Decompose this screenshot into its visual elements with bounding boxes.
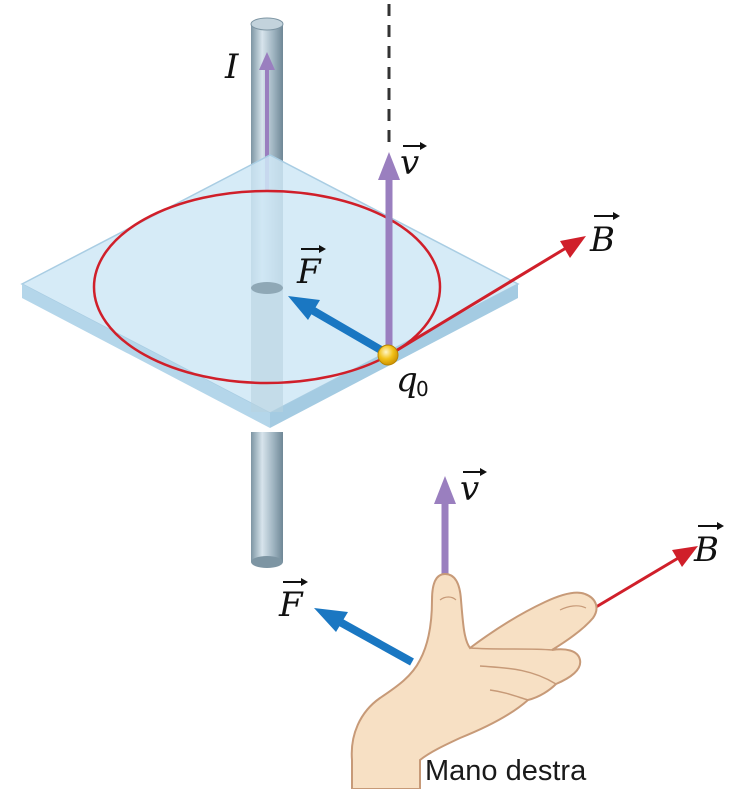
label-charge: q 0 [396, 360, 429, 401]
svg-text:v: v [400, 143, 419, 183]
force-arrow [288, 296, 384, 354]
hand-velocity-arrow [434, 476, 456, 575]
hand-field-arrow [595, 546, 698, 609]
svg-text:0: 0 [416, 377, 429, 401]
label-velocity: v [400, 142, 427, 183]
label-force: F [296, 245, 326, 292]
svg-text:B: B [693, 530, 719, 570]
svg-text:F: F [296, 252, 322, 292]
charge-q0 [377, 344, 399, 366]
field-arrow [388, 236, 586, 357]
wire-plane-junction [251, 282, 283, 294]
field-line-circle [92, 189, 442, 385]
caption: Mano destra [425, 755, 587, 787]
label-current: I [224, 47, 239, 87]
hand-force-arrow [314, 608, 414, 666]
label-hand-force: F [278, 578, 308, 625]
svg-text:F: F [278, 585, 304, 625]
label-hand-velocity: v [460, 468, 487, 509]
right-hand-icon [350, 572, 598, 790]
wire-lower [251, 432, 283, 568]
label-field: B [589, 212, 620, 260]
svg-text:q: q [396, 360, 418, 400]
svg-text:v: v [460, 469, 479, 509]
wire-through-plane [251, 292, 283, 412]
label-hand-field: B [693, 522, 724, 570]
svg-text:B: B [589, 220, 615, 260]
velocity-arrow [378, 152, 400, 352]
